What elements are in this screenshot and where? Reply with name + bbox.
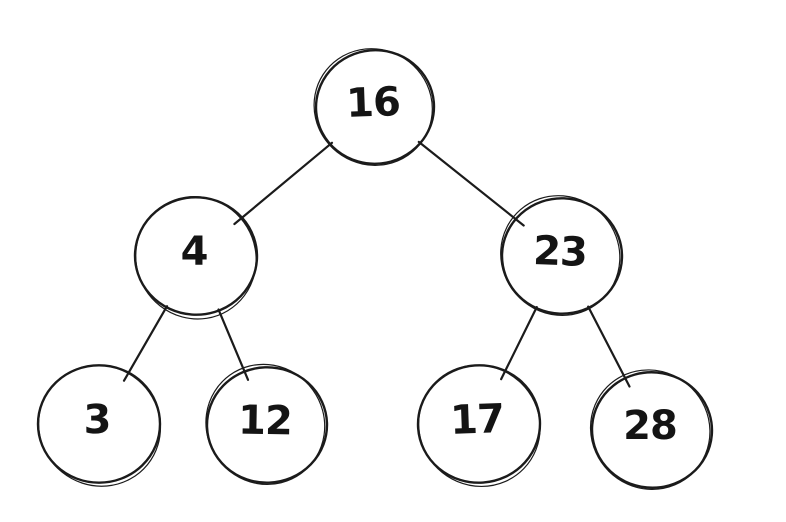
node-circle-inner [135, 196, 257, 320]
node-value: 28 [623, 403, 677, 449]
node-circle-inner [500, 195, 621, 316]
node-circle-inner [589, 369, 711, 490]
node-circle-inner [38, 364, 162, 487]
node-value: 17 [449, 396, 504, 444]
tree-edge-4-12 [217, 308, 250, 381]
node-circle-outer [500, 197, 624, 315]
node-circle-outer [590, 371, 714, 489]
node-value: 4 [181, 229, 208, 275]
node-circle-inner [205, 363, 326, 485]
node-circle-outer [314, 49, 436, 165]
node-circle-inner [418, 364, 541, 488]
tree-edge-23-28 [587, 305, 631, 388]
tree-node-3: 3 [36, 364, 162, 487]
node-circle-inner [313, 48, 433, 166]
node-circle-outer [205, 366, 329, 484]
tree-node-4: 4 [133, 196, 259, 320]
node-circle-outer [133, 196, 259, 316]
tree-node-23: 23 [500, 195, 624, 316]
tree-node-12: 12 [205, 363, 329, 485]
tree-node-17: 17 [416, 364, 542, 488]
node-value: 3 [83, 397, 111, 443]
tree-edge-23-17 [500, 306, 538, 381]
tree-edge-16-23 [417, 140, 525, 227]
node-value: 12 [238, 398, 292, 445]
tree-node-16: 16 [313, 48, 436, 166]
node-value: 16 [345, 79, 400, 127]
tree-edge-16-4 [233, 141, 334, 226]
tree-edge-4-3 [122, 305, 169, 382]
node-value: 23 [532, 228, 587, 276]
tree-node-28: 28 [589, 369, 714, 490]
